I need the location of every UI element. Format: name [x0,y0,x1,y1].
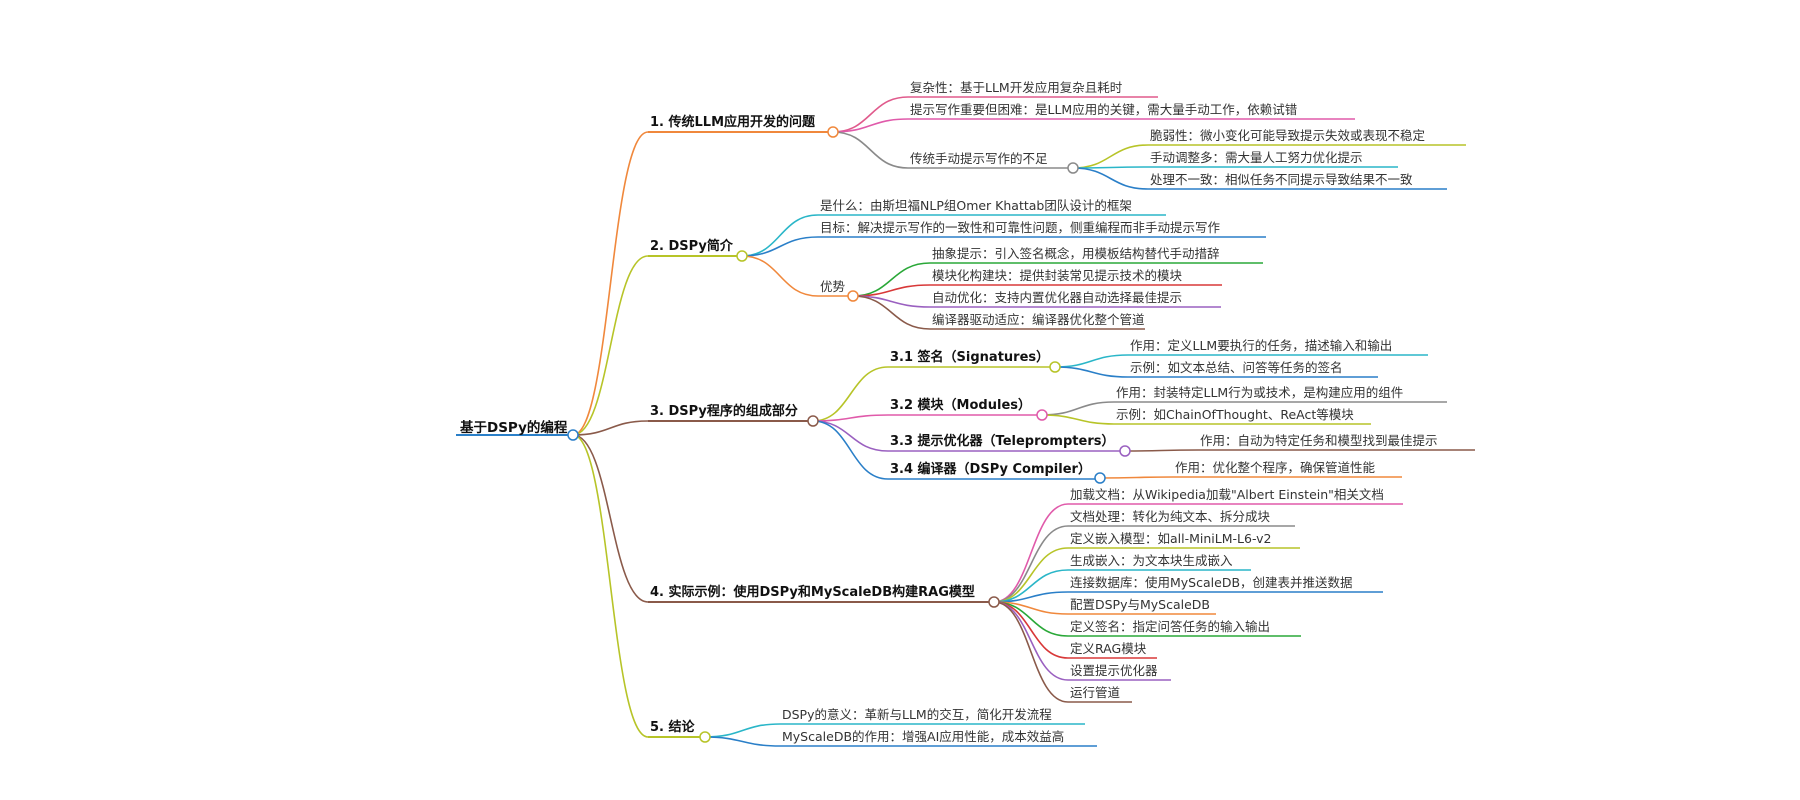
connector-4-8 [993,601,1069,659]
connector-section-2 [572,255,649,436]
node-3-4[interactable]: 3.4 编译器（DSPy Compiler） [890,462,1091,477]
connector-3-4 [812,420,889,480]
connector-3-3-1 [1124,449,1199,452]
node-4-1[interactable]: 加载文档：从Wikipedia加载"Albert Einstein"相关文档 [1070,487,1384,502]
node-3-3-1[interactable]: 作用：自动为特定任务和模型找到最佳提示 [1200,433,1438,448]
connector-3-2-2 [1041,414,1115,425]
collapse-toggle-root[interactable] [567,429,579,441]
node-3-1-1[interactable]: 作用：定义LLM要执行的任务，描述输入和输出 [1130,338,1393,353]
node-1-3-1[interactable]: 脆弱性：微小变化可能导致提示失效或表现不稳定 [1150,128,1426,143]
node-3-4-1[interactable]: 作用：优化整个程序，确保管道性能 [1175,460,1376,475]
collapse-toggle-3-2[interactable] [1036,409,1048,421]
collapse-toggle-section-5[interactable] [699,731,711,743]
node-4-5[interactable]: 连接数据库：使用MyScaleDB，创建表并推送数据 [1070,575,1353,590]
collapse-toggle-3-4[interactable] [1094,472,1106,484]
section-node-1[interactable]: 1. 传统LLM应用开发的问题 [650,115,816,130]
node-4-9[interactable]: 设置提示优化器 [1070,663,1158,678]
node-2-3-4[interactable]: 编译器驱动适应：编译器优化整个管道 [932,312,1145,327]
node-5-2[interactable]: MyScaleDB的作用：增强AI应用性能，成本效益高 [782,729,1065,744]
node-4-2[interactable]: 文档处理：转化为纯文本、拆分成块 [1070,509,1271,524]
connector-4-3 [993,547,1069,603]
node-1-3[interactable]: 传统手动提示写作的不足 [910,151,1048,166]
connector-4-2 [993,525,1069,603]
section-node-3[interactable]: 3. DSPy程序的组成部分 [650,404,798,419]
node-3-2-1[interactable]: 作用：封装特定LLM行为或技术，是构建应用的组件 [1116,385,1404,400]
connector-4-10 [993,601,1069,703]
connector-3-2-1 [1041,401,1115,416]
connector-3-1 [812,366,889,422]
node-3-3[interactable]: 3.3 提示优化器（Teleprompters） [890,434,1115,449]
connector-3-1-1 [1054,354,1129,368]
node-4-10[interactable]: 运行管道 [1070,685,1121,700]
connector-3-4-1 [1099,476,1174,479]
node-2-3-2[interactable]: 模块化构建块：提供封装常见提示技术的模块 [932,268,1183,283]
collapse-toggle-1-3[interactable] [1067,162,1079,174]
connector-5-2 [704,736,781,747]
connector-1-2 [832,118,909,133]
connector-2-2 [741,236,819,257]
node-5-1[interactable]: DSPy的意义：革新与LLM的交互，简化开发流程 [782,707,1052,722]
connector-2-3-4 [852,295,931,330]
collapse-toggle-2-3[interactable] [847,290,859,302]
connector-1-3-1 [1072,144,1149,169]
node-4-7[interactable]: 定义签名：指定问答任务的输入输出 [1070,619,1271,634]
connector-2-3 [741,255,819,297]
node-2-1[interactable]: 是什么：由斯坦福NLP组Omer Khattab团队设计的框架 [820,198,1132,213]
node-3-1[interactable]: 3.1 签名（Signatures） [890,350,1050,365]
node-1-1[interactable]: 复杂性：基于LLM开发应用复杂且耗时 [910,80,1123,95]
connector-4-1 [993,503,1069,603]
connector-1-3-3 [1072,167,1149,190]
node-2-3-3[interactable]: 自动优化：支持内置优化器自动选择最佳提示 [932,290,1183,305]
node-1-3-2[interactable]: 手动调整多：需大量人工努力优化提示 [1150,150,1363,165]
connector-1-3 [832,131,909,169]
section-node-5[interactable]: 5. 结论 [650,720,695,735]
node-2-3[interactable]: 优势 [820,279,846,294]
connector-5-1 [704,723,781,738]
connector-3-3 [812,420,889,452]
node-1-3-3[interactable]: 处理不一致：相似任务不同提示导致结果不一致 [1150,172,1413,187]
collapse-toggle-section-3[interactable] [807,415,819,427]
node-4-8[interactable]: 定义RAG模块 [1070,641,1147,656]
node-3-2[interactable]: 3.2 模块（Modules） [890,398,1031,413]
node-3-2-2[interactable]: 示例：如ChainOfThought、ReAct等模块 [1116,407,1354,422]
node-4-3[interactable]: 定义嵌入模型：如all-MiniLM-L6-v2 [1070,531,1272,546]
connector-section-5 [572,434,649,738]
collapse-toggle-3-1[interactable] [1049,361,1061,373]
collapse-toggle-section-1[interactable] [827,126,839,138]
node-2-2[interactable]: 目标：解决提示写作的一致性和可靠性问题，侧重编程而非手动提示写作 [820,220,1221,235]
connector-2-1 [741,214,819,257]
connector-1-1 [832,96,909,133]
collapse-toggle-section-4[interactable] [988,596,1000,608]
connector-section-3 [572,420,649,436]
node-4-6[interactable]: 配置DSPy与MyScaleDB [1070,597,1211,612]
connector-section-1 [572,131,649,436]
collapse-toggle-section-2[interactable] [736,250,748,262]
connector-section-4 [572,434,649,603]
node-4-4[interactable]: 生成嵌入：为文本块生成嵌入 [1070,553,1233,568]
node-2-3-1[interactable]: 抽象提示：引入签名概念，用模板结构替代手动措辞 [932,246,1220,261]
collapse-toggle-3-3[interactable] [1119,445,1131,457]
section-node-4[interactable]: 4. 实际示例：使用DSPy和MyScaleDB构建RAG模型 [650,585,975,600]
node-1-2[interactable]: 提示写作重要但困难：是LLM应用的关键，需大量手动工作，依赖试错 [910,102,1298,117]
root-node[interactable]: 基于DSPy的编程 [460,420,568,436]
node-3-1-2[interactable]: 示例：如文本总结、问答等任务的签名 [1130,360,1343,375]
connector-3-1-2 [1054,366,1129,378]
connector-3-2 [812,414,889,422]
section-node-2[interactable]: 2. DSPy简介 [650,239,733,254]
